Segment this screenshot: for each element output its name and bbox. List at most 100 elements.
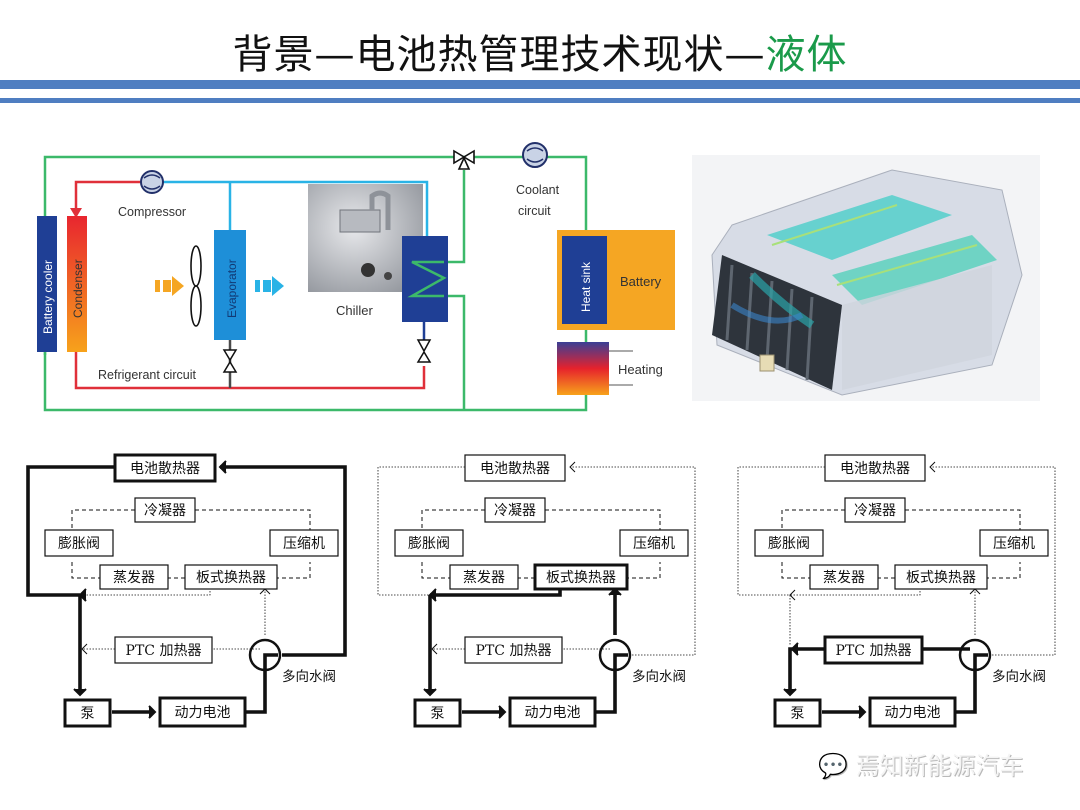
battery-label: Battery <box>620 274 662 289</box>
box-condenser <box>484 497 546 523</box>
label-power-battery: 动力电池 <box>175 705 231 721</box>
label-compressor: 压缩机 <box>633 536 675 552</box>
condenser-flow-arrow <box>70 208 82 218</box>
refrigerant-loop <box>74 180 429 390</box>
flow-diagram-mode-1: 电池散热器冷凝器膨胀阀压缩机蒸发器板式换热器PTC 加热器泵动力电池多向水阀 <box>26 453 347 728</box>
refrigerant-line <box>275 562 311 579</box>
box-pump <box>63 698 112 728</box>
box-compressor <box>619 529 689 557</box>
wechat-icon: 💬 <box>818 752 848 780</box>
header-bar-thick <box>0 80 1080 89</box>
flow-arrow <box>431 643 438 655</box>
coolant-line-to-pump <box>788 647 792 693</box>
box-evaporator <box>809 564 879 590</box>
chiller-label: Chiller <box>336 303 374 318</box>
label-radiator: 电池散热器 <box>840 461 910 477</box>
flow-arrow <box>498 705 507 719</box>
multiway-valve-icon <box>598 638 632 672</box>
box-evaporator <box>449 564 519 590</box>
box-power-battery <box>868 696 957 728</box>
flow-arrow <box>783 688 797 697</box>
flow-arrow <box>929 461 936 473</box>
box-power-battery <box>158 696 247 728</box>
coolant-line-hx-return <box>790 588 921 596</box>
label-ptc-heater: PTC 加热器 <box>126 643 202 659</box>
refrigerant-line <box>985 562 1021 579</box>
multiway-valve-icon <box>248 638 282 672</box>
coolant-pump-icon <box>522 142 548 168</box>
box-expansion-valve <box>754 529 824 557</box>
refrigerant-line <box>905 509 1021 530</box>
refrigerant-line <box>421 509 485 535</box>
refrigerant-circuit-label: Refrigerant circuit <box>98 368 196 382</box>
flow-diagram-mode-3: 电池散热器冷凝器膨胀阀压缩机蒸发器板式换热器PTC 加热器泵动力电池多向水阀 <box>737 454 1056 728</box>
label-plate-hx: 板式换热器 <box>906 569 976 586</box>
box-pump <box>413 698 462 728</box>
box-radiator <box>113 453 217 483</box>
warm-air-arrow-icon <box>155 276 184 296</box>
box-pump <box>773 698 822 728</box>
label-ptc-heater: PTC 加热器 <box>476 643 552 659</box>
expansion-valve-icon <box>222 349 238 373</box>
three-way-valve-icon <box>453 149 475 170</box>
coolant-line-radiator-supply <box>220 465 347 657</box>
coolant-line-radiator-return <box>26 465 115 597</box>
box-plate-hx <box>894 564 988 590</box>
label-radiator: 电池散热器 <box>130 461 200 477</box>
box-condenser <box>844 497 906 523</box>
fan-icon <box>190 245 202 327</box>
label-plate-hx: 板式换热器 <box>196 569 266 586</box>
flow-arrow <box>790 642 799 656</box>
condenser-block <box>67 216 87 352</box>
label-condenser: 冷凝器 <box>854 503 896 519</box>
slide-title: 背景—电池热管理技术现状—液体 <box>0 30 1080 80</box>
coolant-line-battery-valve <box>955 653 988 714</box>
coolant-line-radiator-supply <box>570 466 696 656</box>
label-ptc-heater: PTC 加热器 <box>836 643 912 659</box>
coolant-line-radiator-supply <box>930 466 1056 656</box>
compressor-label: Compressor <box>118 205 186 219</box>
battery-cooler-label: Battery cooler <box>41 260 55 334</box>
title-main: 背景—电池热管理技术现状— <box>232 32 766 78</box>
cool-air-arrow-icon <box>255 276 284 296</box>
label-compressor: 压缩机 <box>283 536 325 552</box>
box-ptc-heater <box>823 635 924 665</box>
heat-sink-label: Heat sink <box>579 261 593 312</box>
label-plate-hx: 板式换热器 <box>546 569 616 586</box>
coolant-circuit-label: Coolant <box>516 183 560 197</box>
coolant-line-radiator-return <box>377 466 465 596</box>
label-evaporator: 蒸发器 <box>463 570 505 586</box>
box-power-battery <box>508 696 597 728</box>
coolant-line-battery-valve <box>245 653 278 714</box>
evaporator-label: Evaporator <box>225 259 239 318</box>
battery-pack-render <box>692 155 1040 401</box>
label-radiator: 电池散热器 <box>480 461 550 477</box>
box-compressor <box>979 529 1049 557</box>
coolant-line-radiator-return <box>737 466 825 596</box>
label-expansion-valve: 膨胀阀 <box>768 535 810 552</box>
watermark: 💬 焉知新能源汽车 <box>818 746 1024 781</box>
label-pump: 泵 <box>791 706 805 722</box>
box-expansion-valve <box>44 529 114 557</box>
label-pump: 泵 <box>81 706 95 722</box>
box-compressor <box>269 529 339 557</box>
title-accent: 液体 <box>765 32 848 78</box>
heat-sink-block <box>562 236 607 324</box>
flow-arrow <box>81 643 88 655</box>
label-evaporator: 蒸发器 <box>823 570 865 586</box>
multiway-valve-icon <box>958 638 992 672</box>
condenser-label: Condenser <box>71 259 85 318</box>
label-multiway-valve: 多向水阀 <box>992 668 1046 685</box>
flow-arrow <box>73 688 87 697</box>
watermark-text: 焉知新能源汽车 <box>855 752 1024 780</box>
heat-exchanger-coil <box>407 260 447 298</box>
evaporator-block <box>214 230 246 340</box>
battery-cooler-block <box>37 216 57 352</box>
box-plate-hx <box>184 564 278 590</box>
flow-diagram-mode-2: 电池散热器冷凝器膨胀阀压缩机蒸发器板式换热器PTC 加热器泵动力电池多向水阀 <box>377 454 696 728</box>
label-pump: 泵 <box>431 706 445 722</box>
box-evaporator <box>99 564 169 590</box>
label-evaporator: 蒸发器 <box>113 570 155 586</box>
coolant-loop <box>43 155 588 412</box>
header-bar-thin <box>0 98 1080 103</box>
